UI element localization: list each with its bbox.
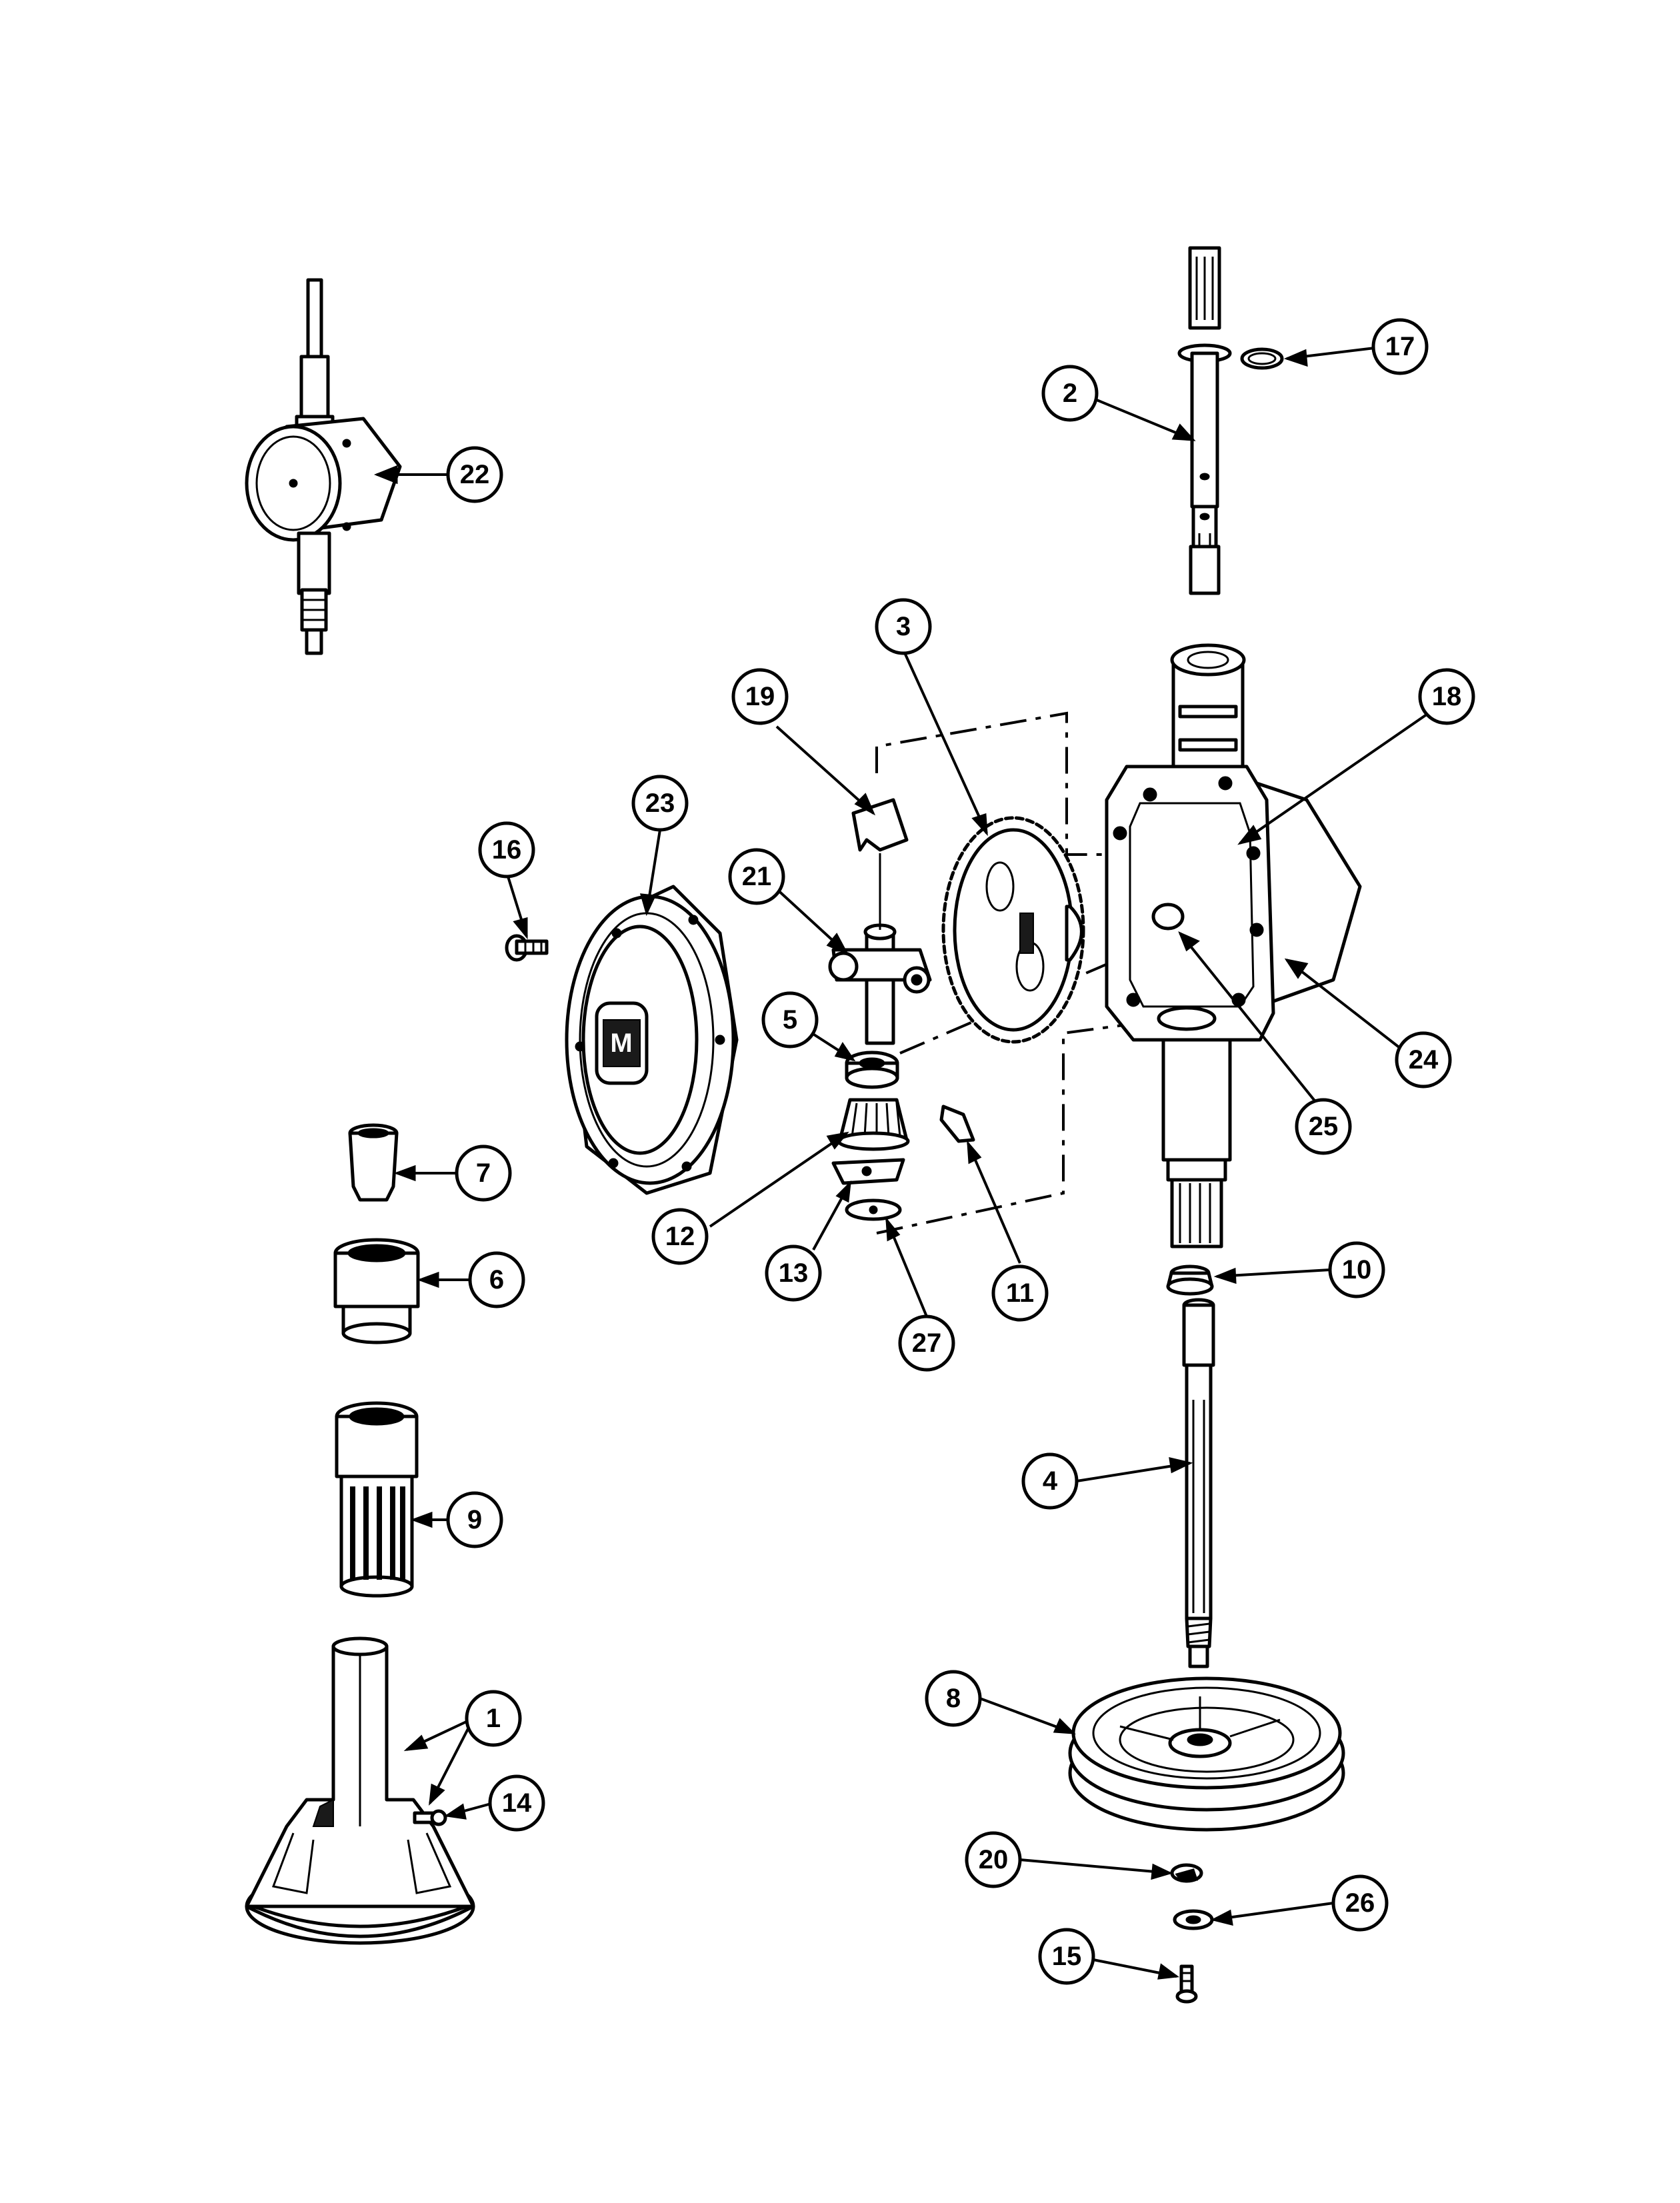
- part-1-base-housing: [245, 1636, 475, 1945]
- part-22-transmission-assembly: [245, 278, 448, 655]
- svg-text:11: 11: [1006, 1278, 1034, 1308]
- part-19-clip: [775, 725, 909, 852]
- callout-4: 4: [1021, 1452, 1079, 1510]
- part-21-yoke: [765, 853, 932, 1045]
- svg-text:13: 13: [779, 1258, 809, 1288]
- svg-text:17: 17: [1385, 332, 1415, 361]
- part-2-upper-shaft: [1096, 246, 1232, 595]
- part-17-o-ring: [1240, 347, 1375, 370]
- part-27-washer: [845, 1198, 928, 1317]
- svg-text:22: 22: [460, 460, 490, 489]
- svg-text:3: 3: [896, 612, 911, 641]
- svg-text:9: 9: [467, 1505, 482, 1534]
- callout-16: 16: [478, 821, 535, 879]
- assembly-guide-line: [875, 711, 1163, 856]
- svg-text:15: 15: [1052, 1942, 1082, 1971]
- part-12-pinion-gear: [709, 1098, 910, 1228]
- callout-7: 7: [455, 1144, 512, 1202]
- svg-text:23: 23: [645, 789, 675, 818]
- callout-10: 10: [1328, 1241, 1385, 1298]
- svg-text:1: 1: [486, 1704, 501, 1733]
- callout-24: 24: [1395, 1031, 1452, 1089]
- callout-13: 13: [765, 1244, 822, 1302]
- callout-26: 26: [1331, 1874, 1389, 1932]
- callout-27: 27: [898, 1314, 955, 1372]
- part-26-washer: [1173, 1902, 1334, 1930]
- svg-text:4: 4: [1043, 1466, 1058, 1496]
- cover-logo: M: [610, 1029, 632, 1058]
- svg-text:18: 18: [1432, 682, 1462, 711]
- svg-text:24: 24: [1409, 1045, 1439, 1075]
- svg-text:10: 10: [1342, 1255, 1372, 1284]
- callout-20: 20: [965, 1831, 1022, 1888]
- callout-18: 18: [1418, 668, 1475, 725]
- part-16-screw: [505, 876, 549, 962]
- callout-21: 21: [728, 848, 785, 905]
- callout-8: 8: [925, 1670, 982, 1727]
- svg-text:25: 25: [1309, 1112, 1339, 1141]
- svg-text:6: 6: [489, 1265, 504, 1294]
- svg-text:5: 5: [783, 1005, 797, 1035]
- part-14-screw: [413, 1802, 494, 1826]
- part-6-bearing: [333, 1238, 479, 1344]
- part-24-gear-case: [1105, 643, 1408, 1248]
- part-18-leader: [1237, 709, 1435, 845]
- part-4-lower-shaft: [1076, 1298, 1215, 1668]
- part-23-cover: M: [565, 829, 739, 1195]
- assembly-guide-line: [876, 1019, 1164, 1234]
- part-10-seal: [1166, 1264, 1331, 1296]
- callout-5: 5: [761, 991, 819, 1049]
- svg-text:20: 20: [979, 1845, 1009, 1874]
- svg-text:14: 14: [502, 1788, 532, 1818]
- part-13-washer: [812, 1158, 905, 1250]
- callout-11: 11: [991, 1264, 1049, 1322]
- svg-text:12: 12: [665, 1222, 695, 1251]
- part-5-bushing: [805, 1029, 899, 1089]
- svg-text:19: 19: [745, 682, 775, 711]
- callout-15: 15: [1038, 1928, 1095, 1985]
- svg-text:2: 2: [1063, 379, 1077, 408]
- part-3-gear: [902, 649, 1085, 1044]
- callout-22: 22: [446, 446, 503, 503]
- part-8-pulley: [979, 1676, 1345, 1832]
- callout-6: 6: [468, 1251, 525, 1308]
- part-11-pin: [939, 1104, 1021, 1264]
- callout-17: 17: [1371, 318, 1429, 375]
- svg-text:16: 16: [492, 835, 522, 865]
- callout-2: 2: [1041, 365, 1099, 422]
- svg-text:27: 27: [912, 1328, 942, 1358]
- callout-19: 19: [731, 668, 789, 725]
- svg-text:7: 7: [476, 1158, 491, 1188]
- part-9-bearing-assembly: [335, 1401, 448, 1598]
- part-15-bolt: [1093, 1958, 1198, 2004]
- svg-text:8: 8: [946, 1684, 961, 1713]
- callout-23: 23: [631, 775, 689, 832]
- callout-14: 14: [488, 1774, 545, 1832]
- part-7-cap: [348, 1123, 460, 1202]
- callout-12: 12: [651, 1208, 709, 1265]
- svg-text:26: 26: [1345, 1888, 1375, 1918]
- callout-1: 1: [465, 1690, 522, 1747]
- part-20-clip: [1019, 1858, 1203, 1883]
- callout-25: 25: [1295, 1098, 1352, 1155]
- part-25-leader: [1178, 931, 1318, 1104]
- callout-3: 3: [875, 598, 932, 655]
- svg-text:21: 21: [742, 862, 772, 891]
- callout-9: 9: [446, 1491, 503, 1548]
